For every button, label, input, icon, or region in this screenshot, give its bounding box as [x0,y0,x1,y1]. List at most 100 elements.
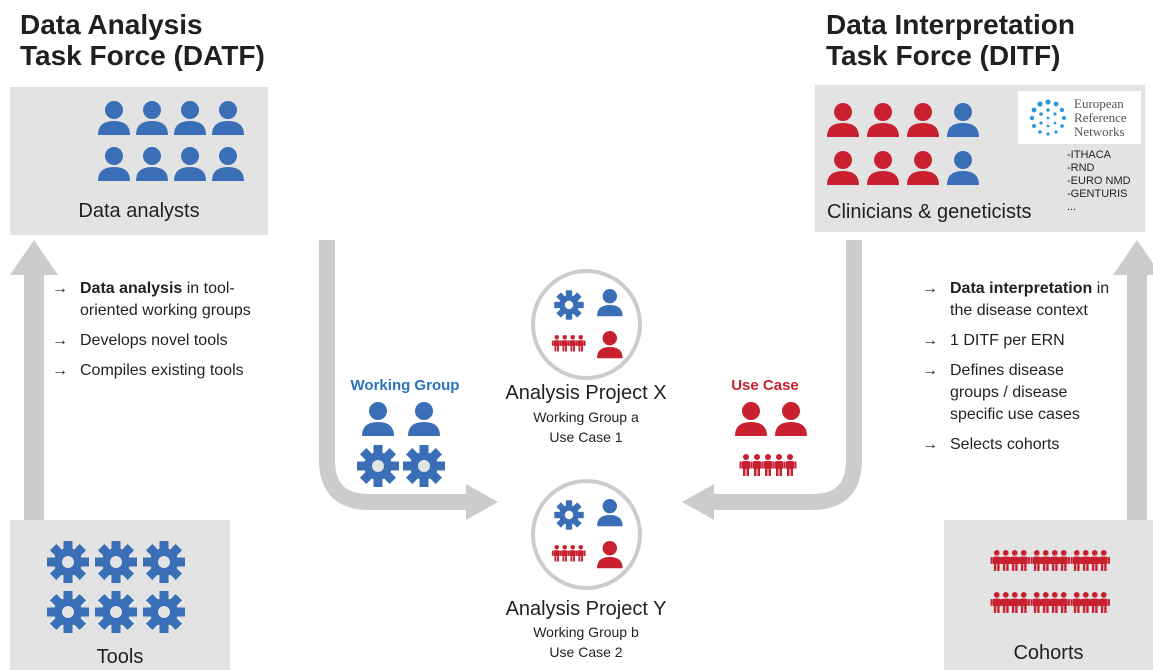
stick-figure-icon [1057,550,1070,571]
stick-figure-icon [761,454,775,476]
clinicians-label: Clinicians & geneticists [827,201,1032,223]
project-y-subtitle: Working Group b Use Case 2 [466,622,706,662]
arrow-icon: → [922,436,938,453]
tools-panel: Tools [10,520,230,670]
bullet-text: in tool-oriented working groups [80,280,251,319]
person-icon-group [98,101,244,181]
cohort-icons [990,550,1110,613]
data-analysts-icons [98,101,244,181]
ditf-title-line1: Data Interpretation [826,9,1075,40]
data-analysts-label: Data analysts [78,200,200,222]
gear-icon [47,591,89,633]
stick-figure-icon [1070,592,1083,613]
ern-list-item: ... [1067,201,1077,213]
datf-title: Data Analysis Task Force (DATF) [20,9,265,71]
data-analysts-panel: Data analysts [10,87,268,235]
right-up-arrow-shaft [1127,272,1147,520]
project-x-circle [531,269,642,380]
stick-figure-icon [990,550,1003,571]
ern-list-item: -RND [1067,162,1095,174]
stick-figure-icon [575,335,586,352]
stick-figure-icon [1008,550,1021,571]
ern-dots-icon [1029,99,1066,136]
cohorts-label: Cohorts [1013,642,1084,664]
working-group-icons [357,402,445,487]
bullet-text: 1 DITF per ERN [950,332,1065,349]
person-icon [597,289,623,317]
ern-list-item: -EURO NMD [1067,175,1131,187]
stick-figure-icon [999,592,1012,613]
gear-icon [143,591,185,633]
gear-icon [47,541,89,583]
arrow-icon: → [52,332,68,349]
stick-figure-icon [1048,592,1061,613]
ern-logo-line: Networks [1074,124,1125,139]
ern-list-item: -ITHACA [1067,149,1111,161]
list-item: → Data interpretation in the disease con… [922,278,1117,322]
use-case-label: Use Case [731,377,799,394]
project-x-use-case: Use Case 1 [549,429,623,445]
list-item: → Develops novel tools [52,330,252,352]
left-bent-arrow [319,240,468,510]
gear-icon [95,591,137,633]
right-bent-arrow-head [682,484,714,520]
bullet-text: Selects cohorts [950,436,1060,453]
project-y-title: Analysis Project Y [505,598,667,620]
stick-figure-icon [1070,550,1083,571]
stick-figure-icon [1097,592,1110,613]
stick-figure-icon [1017,592,1030,613]
working-group-label: Working Group [350,377,460,394]
arrow-icon: → [922,362,938,379]
gear-icon [143,541,185,583]
stick-figure-icon [1030,592,1043,613]
datf-title-line2: Task Force (DATF) [20,40,265,71]
stick-figure-icon [1039,550,1052,571]
stick-figure-icon [783,454,797,476]
stick-figure-icon [1008,592,1021,613]
ern-logo: European Reference Networks [1018,91,1141,144]
cohorts-panel: Cohorts [944,520,1153,670]
gear-icon [554,290,584,320]
list-item: → Defines disease groups / disease speci… [922,360,1117,426]
gear-icon [357,445,399,487]
right-bent-arrow [712,240,862,510]
ern-logo-text: European Reference Networks [1074,97,1127,139]
stick-figure-icon [1097,550,1110,571]
project-x-working-group: Working Group a [533,409,639,425]
stick-figure-icon [999,550,1012,571]
person-icon [597,499,623,527]
stick-figure-icon [1088,592,1101,613]
ern-logo-line: Reference [1074,110,1127,125]
stick-figure-icon [1030,550,1043,571]
stick-figure-icon [990,592,1003,613]
stick-figure-icon [1039,592,1052,613]
ern-list-item: -GENTURIS [1067,188,1128,200]
project-x-subtitle: Working Group a Use Case 1 [466,407,706,447]
stick-figure-icon [1088,550,1101,571]
list-item: → Compiles existing tools [52,360,252,382]
clinicians-icons [827,103,979,185]
ditf-title-line2: Task Force (DITF) [826,40,1061,71]
tools-label: Tools [96,646,144,668]
list-item: → Data analysis in tool-oriented working… [52,278,252,322]
project-y-circle [531,479,642,590]
gear-icon [403,445,445,487]
gear-icon [95,541,137,583]
left-up-arrow-head [10,240,58,275]
stick-figure-icon [1079,592,1092,613]
left-up-arrow-shaft [24,272,44,520]
project-x-icons [551,289,623,359]
list-item: → Selects cohorts [922,434,1117,456]
left-bent-arrow-head [466,484,498,520]
bullet-text: Defines disease groups / disease specifi… [950,362,1080,423]
bullet-text: Develops novel tools [80,332,228,349]
stick-figure-icon [1017,550,1030,571]
clinicians-panel: European Reference Networks -ITHACA -RND… [815,85,1145,232]
right-up-arrow-head [1113,240,1153,275]
stick-figure-icon [1079,550,1092,571]
list-item: → 1 DITF per ERN [922,330,1117,352]
ern-logo-line: European [1074,96,1124,111]
project-x-title: Analysis Project X [505,382,667,404]
ern-list: -ITHACA -RND -EURO NMD -GENTURIS ... [1067,149,1131,214]
